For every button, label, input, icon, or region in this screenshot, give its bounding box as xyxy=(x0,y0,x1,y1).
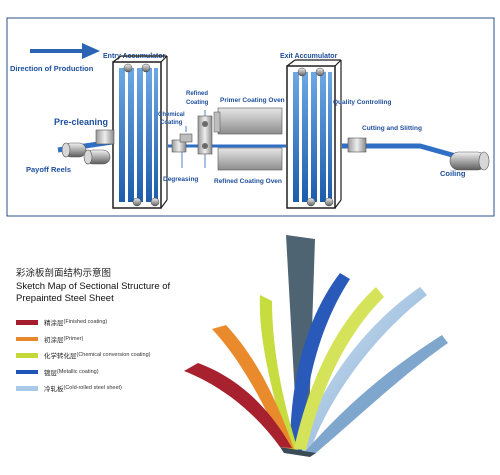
refined-coating-label-2: Coating xyxy=(186,100,209,106)
legend-label-en: (Chemical conversion coating) xyxy=(76,352,151,359)
legend-label-cn: 化学转化层 xyxy=(44,352,77,361)
degreasing-unit xyxy=(171,139,187,168)
layer-fan-illustration xyxy=(184,235,448,457)
coiling-label: Coiling xyxy=(440,169,466,178)
cutting-slitting-label: Cutting and Slitting xyxy=(362,125,422,132)
section-title-en-2: Prepainted Steel Sheet xyxy=(16,293,114,304)
legend-item-chemical-conversion: 化学转化层 (Chemical conversion coating) xyxy=(16,347,150,364)
quality-controlling-label: Quality Controlling xyxy=(333,99,392,106)
layer-sheet-finished xyxy=(184,363,292,448)
layer-sheet-chemical xyxy=(259,295,298,450)
legend-swatch xyxy=(16,320,38,325)
refined-coating-oven-label: Refined Coating Oven xyxy=(214,178,282,185)
entry-accumulator xyxy=(112,55,168,209)
direction-label: Direction of Production xyxy=(10,64,94,73)
primer-coating-oven-label: Primer Coating Oven xyxy=(220,97,285,104)
refined-coating-oven xyxy=(217,147,283,171)
pre-cleaning-unit xyxy=(95,129,115,145)
legend-label-cn: 冷轧板 xyxy=(44,385,64,394)
legend-label-cn: 初涂层 xyxy=(44,335,64,344)
layer-sheet-chemical-right xyxy=(294,287,384,450)
legend-swatch xyxy=(16,336,38,341)
exit-accumulator xyxy=(286,59,342,209)
layer-sheet-cold-rolled xyxy=(298,287,427,451)
refined-coating-unit xyxy=(197,110,213,168)
coiling-reel xyxy=(449,151,490,171)
legend-label-en: (Primer) xyxy=(63,335,84,342)
payoff-reels-label: Payoff Reels xyxy=(26,165,71,174)
chemical-coating-label-2: Coating xyxy=(160,120,183,126)
legend-item-finished-coating: 精涂层 (Finished coating) xyxy=(16,314,150,331)
legend-label-en: (Metallic coating) xyxy=(57,368,99,375)
legend-swatch xyxy=(16,386,38,391)
legend-item-primer: 初涂层 (Primer) xyxy=(16,331,150,348)
cutting-slitting-unit xyxy=(347,137,367,153)
section-title-en-1: Sketch Map of Sectional Structure of xyxy=(16,281,171,292)
section-title-cn: 彩涂板剖面结构示意图 xyxy=(16,268,112,279)
legend-swatch xyxy=(16,353,38,358)
legend-label-en: (Finished coating) xyxy=(63,319,108,326)
layer-sheet-steel-back xyxy=(286,235,315,451)
degreasing-label: Degreasing xyxy=(163,176,198,183)
legend-item-metallic-coating: 镀层 (Metallic coating) xyxy=(16,364,150,381)
legend-label-cn: 精涂层 xyxy=(44,319,64,328)
refined-coating-label-1: Refined xyxy=(186,91,208,97)
chemical-coating-label-1: Chemical xyxy=(158,112,185,118)
legend-swatch xyxy=(16,369,38,374)
legend-label-cn: 镀层 xyxy=(44,368,57,377)
layer-sheet-cold-rolled-wide xyxy=(304,335,448,453)
layer-sheet-metallic xyxy=(290,273,350,451)
production-line-diagram: Direction of Production Entry Accumulato… xyxy=(6,17,495,217)
layer-sheet-base-edge xyxy=(280,447,316,457)
pre-cleaning-label: Pre-cleaning xyxy=(54,117,108,127)
legend-label-en: (Cold-rolled steel sheet) xyxy=(63,385,122,392)
layer-sheet-primer xyxy=(212,325,294,449)
legend-item-cold-rolled-steel: 冷轧板 (Cold-rolled steel sheet) xyxy=(16,380,150,397)
payoff-reels xyxy=(61,142,111,165)
direction-arrow xyxy=(30,43,100,59)
primer-coating-oven xyxy=(213,107,283,135)
layer-legend: 精涂层 (Finished coating) 初涂层 (Primer) 化学转化… xyxy=(16,314,150,397)
exit-accumulator-label: Exit Accumulator xyxy=(280,53,338,60)
chemical-coating-unit xyxy=(179,126,193,143)
